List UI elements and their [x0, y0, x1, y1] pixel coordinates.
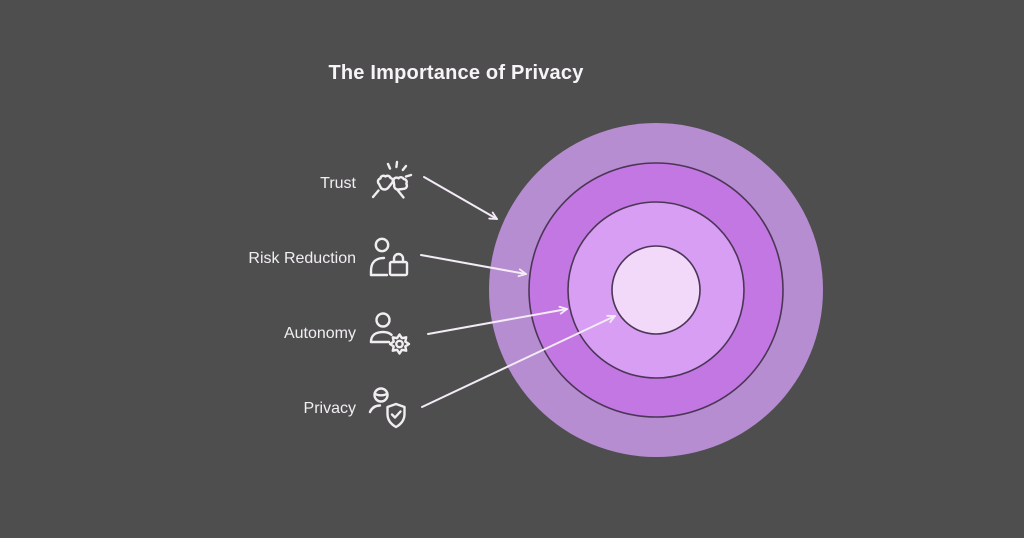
- person-gear-icon: [366, 309, 416, 359]
- legend-label-privacy: Privacy: [303, 400, 356, 417]
- arrow-privacy: [421, 314, 616, 408]
- legend-item-autonomy: Autonomy: [120, 308, 416, 360]
- legend-label-risk-reduction: Risk Reduction: [248, 250, 356, 267]
- ring-privacy-core: [611, 245, 701, 335]
- arrow-autonomy: [427, 305, 568, 335]
- fist-bump-icon: [366, 159, 416, 209]
- legend-item-privacy: Privacy: [120, 383, 416, 435]
- legend-label-trust: Trust: [320, 175, 356, 192]
- person-shield-check-icon: [366, 384, 416, 434]
- page-title: The Importance of Privacy: [328, 62, 584, 84]
- legend-label-autonomy: Autonomy: [283, 325, 356, 342]
- arrow-trust: [423, 176, 498, 220]
- legend-item-trust: Trust: [120, 158, 416, 210]
- ring-autonomy: [567, 201, 745, 379]
- ring-risk-reduction: [528, 162, 784, 418]
- person-lock-icon: [366, 234, 416, 284]
- ring-trust: [489, 123, 823, 457]
- arrow-risk-reduction: [420, 254, 527, 278]
- legend-item-risk-reduction: Risk Reduction: [120, 233, 416, 285]
